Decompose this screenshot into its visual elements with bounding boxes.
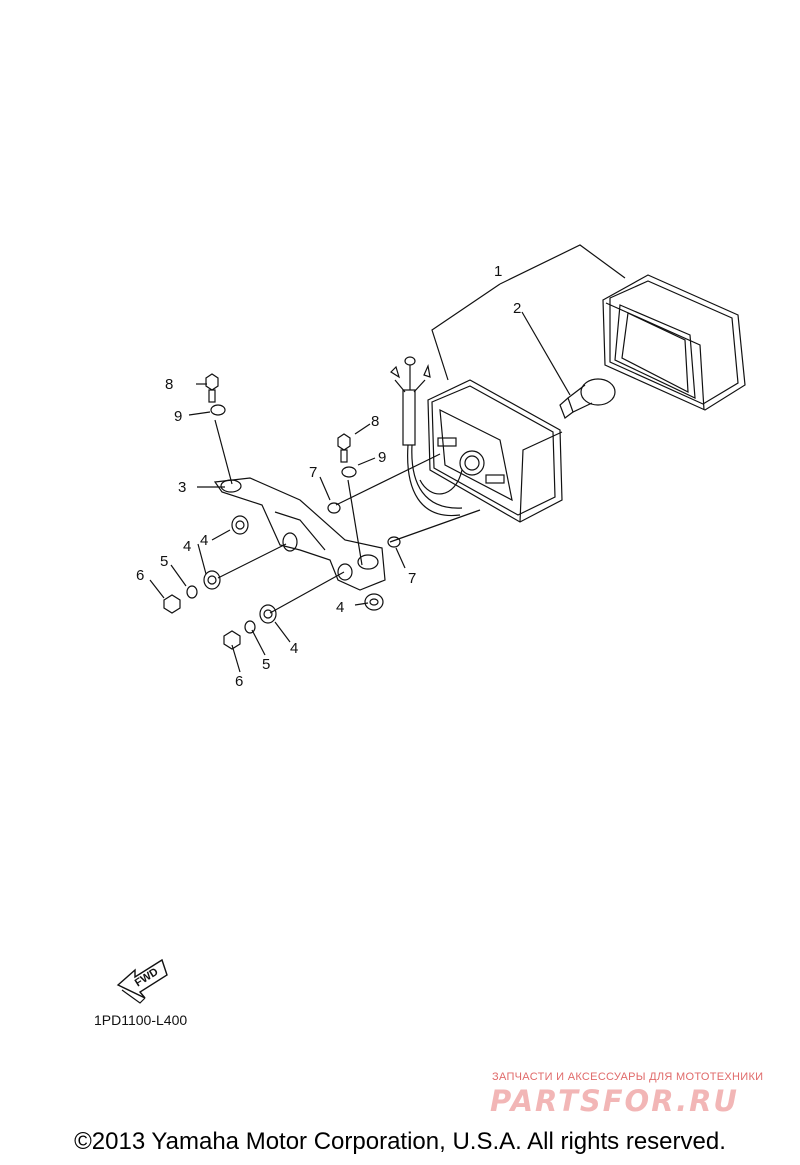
fwd-arrow-icon [116,958,168,1004]
callout-9: 9 [378,449,386,466]
wire-harness [390,356,463,517]
callout-5: 5 [160,553,168,570]
callout-3: 3 [178,479,186,496]
diagram-code: 1PD1100-L400 [94,1012,188,1028]
callout-labels: 1 2 3 4 4 4 4 5 5 6 6 7 7 8 8 9 9 FWD [133,263,521,989]
callout-6: 6 [235,673,243,690]
watermark-tagline: ЗАПЧАСТИ И АКСЕССУАРЫ ДЛЯ МОТОТЕХНИКИ [492,1071,764,1083]
grommets [203,515,384,624]
leader-lines [149,244,626,673]
spacers [210,404,357,478]
collars [186,585,256,634]
callout-4: 4 [200,532,208,549]
callout-4: 4 [336,599,344,616]
bolts [205,373,351,463]
tail-light-housing [419,379,563,523]
watermark-logo: PARTSFOR.RU [490,1084,739,1118]
callout-7: 7 [408,570,416,587]
washers [327,502,401,548]
copyright-footer: ©2013 Yamaha Motor Corporation, U.S.A. A… [74,1128,726,1155]
callout-4: 4 [290,640,298,657]
callout-5: 5 [262,656,270,673]
callout-8: 8 [371,413,379,430]
callout-9: 9 [174,408,182,425]
nuts [163,594,241,650]
fwd-label: FWD [133,966,161,989]
callout-1: 1 [494,263,502,280]
bracket [213,477,386,591]
tail-light-lens [602,274,746,411]
callout-6: 6 [136,567,144,584]
callout-8: 8 [165,376,173,393]
callout-4: 4 [183,538,191,555]
callout-2: 2 [513,300,521,317]
callout-7: 7 [309,464,317,481]
bulb [559,378,616,419]
